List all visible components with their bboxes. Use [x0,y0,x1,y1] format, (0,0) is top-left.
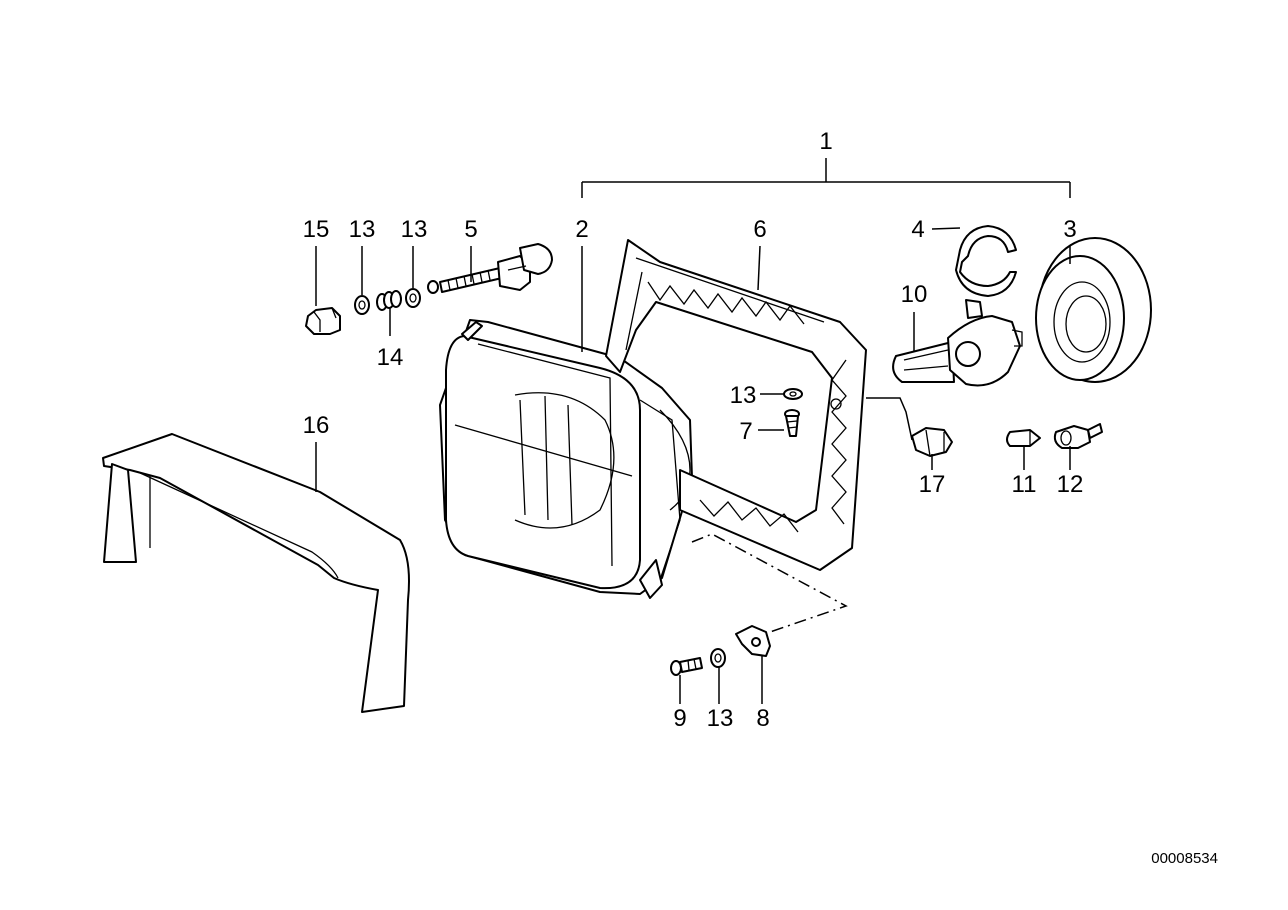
label-part-5: 5 [464,216,477,243]
label-part-1: 1 [819,128,832,155]
trim-cover [102,433,410,713]
clip [735,625,771,657]
label-part-13-bottom: 13 [707,705,734,732]
label-part-13-middle: 13 [730,382,757,409]
label-part-15: 15 [303,216,330,243]
label-part-13-left: 13 [349,216,376,243]
adjusting-screw [427,243,553,294]
cover-cap [1035,237,1152,383]
label-part-8: 8 [756,705,769,732]
label-part-12: 12 [1057,471,1084,498]
label-part-4: 4 [911,216,924,243]
headlight-insert [439,319,693,599]
bulb [892,299,1023,387]
washer-middle [783,388,803,400]
assembly-bracket [581,158,1071,198]
label-part-10: 10 [901,281,928,308]
label-part-6: 6 [753,216,766,243]
parking-bulb [1006,429,1041,447]
screw-9 [670,657,703,676]
label-part-7: 7 [739,418,752,445]
washers-left [354,288,421,315]
document-number: 00008534 [1151,850,1218,867]
part-labels: 1 2 6 4 3 15 13 13 5 10 14 16 13 7 17 11… [303,128,1084,732]
label-part-2: 2 [575,216,588,243]
washer-bottom [710,648,726,668]
spring [376,290,402,311]
label-part-16: 16 [303,412,330,439]
mounting-frame [605,239,867,571]
label-part-3: 3 [1063,216,1076,243]
label-part-9: 9 [673,705,686,732]
retaining-ring [955,225,1017,297]
assembly-dashed-line [691,533,848,633]
bulb-holder [1053,423,1103,449]
label-part-17: 17 [919,471,946,498]
label-part-11: 11 [1012,471,1037,498]
label-part-13-center-left: 13 [401,216,428,243]
rubber-cap [305,307,341,335]
screw-7 [784,409,800,437]
leader-lines [315,227,1071,704]
label-part-14: 14 [377,344,404,371]
bulb-socket [866,397,953,457]
